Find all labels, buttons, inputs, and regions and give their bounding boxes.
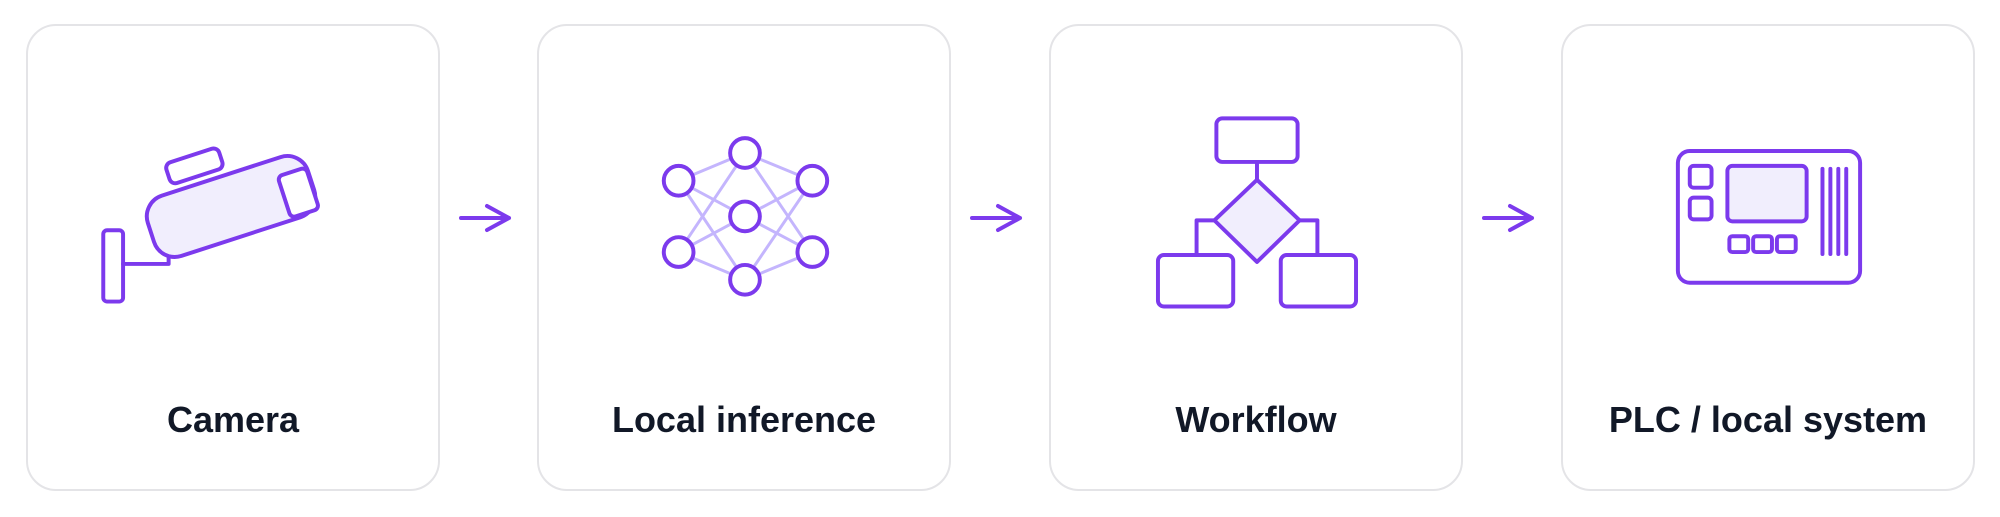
step-card-workflow: Workflow [1049,24,1463,491]
arrow-right-icon [970,204,1022,232]
flowchart-icon [1155,116,1359,309]
step-label: Camera [166,399,300,440]
step-label: Workflow [1175,399,1337,440]
step-card-camera: Camera [26,24,440,491]
security-camera-icon [101,146,320,304]
step-label: Local inference [611,399,877,440]
step-card-local-inference: Local inference [537,24,951,491]
step-label: PLC / local system [1608,399,1928,440]
step-card-plc-local-system: PLC / local system [1561,24,1975,491]
arrow-right-icon [1482,204,1534,232]
plc-controller-icon [1675,149,1863,285]
arrow-right-icon [459,204,511,232]
neural-network-icon [661,136,830,297]
